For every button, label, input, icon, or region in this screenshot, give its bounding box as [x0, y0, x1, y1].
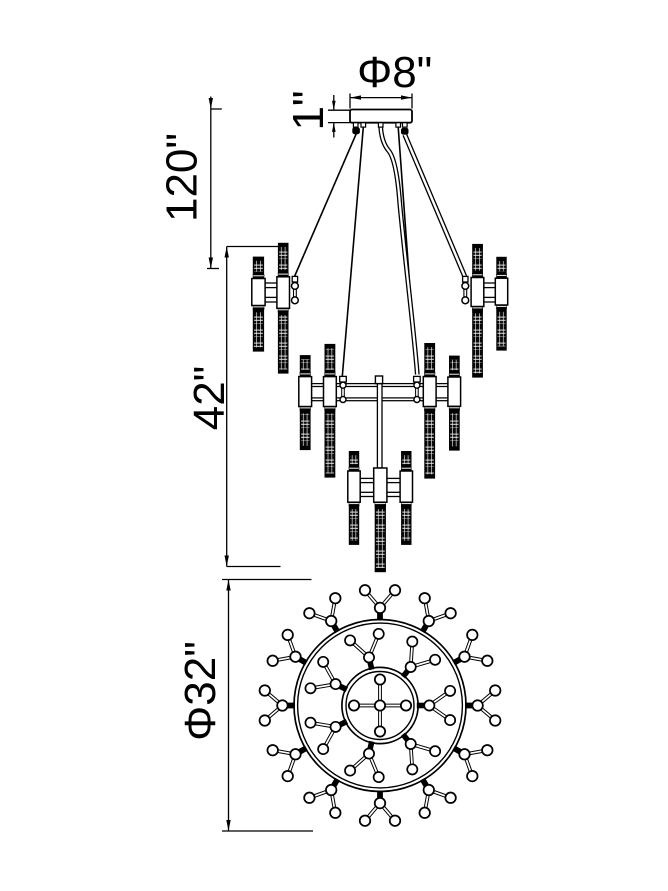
svg-text:Φ8": Φ8" [357, 48, 432, 97]
svg-text:Φ32": Φ32" [176, 641, 225, 741]
svg-text:120": 120" [158, 133, 207, 222]
svg-text:42": 42" [185, 366, 234, 431]
svg-text:1": 1" [284, 90, 333, 130]
